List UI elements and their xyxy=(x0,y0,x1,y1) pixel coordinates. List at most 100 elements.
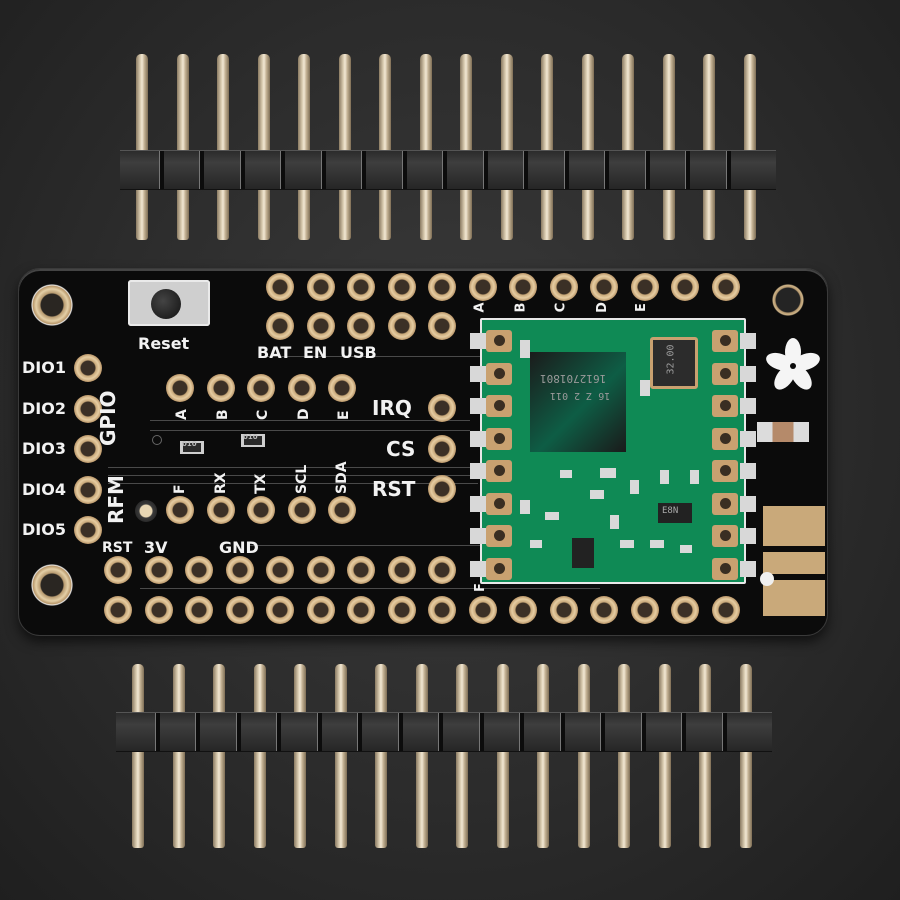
antenna-pad xyxy=(763,506,825,546)
castellation xyxy=(470,495,486,512)
resistor xyxy=(180,441,204,454)
header-pad xyxy=(266,556,294,584)
passive-component xyxy=(660,470,669,484)
passive-component xyxy=(680,545,692,553)
header-pad xyxy=(266,312,294,340)
3v-label: 3V xyxy=(144,538,168,557)
gpio-label: RX xyxy=(212,472,229,494)
module-pad xyxy=(712,395,738,417)
gpio-pad xyxy=(247,496,275,524)
rfm-label: CS xyxy=(386,436,416,461)
housing-divider xyxy=(195,713,200,751)
header-pad xyxy=(428,273,456,301)
header-pad xyxy=(144,596,173,624)
header-pin xyxy=(622,54,634,240)
antenna-pad xyxy=(763,580,825,616)
castellation xyxy=(470,365,486,382)
castellation xyxy=(740,333,756,349)
pcb-trace xyxy=(150,420,470,421)
chip-marking-2: 16 Z 2 011 xyxy=(550,390,611,401)
bat-label: BAT xyxy=(257,343,292,362)
passive-component xyxy=(650,540,664,548)
header-pin xyxy=(217,54,229,240)
header-pad xyxy=(185,596,213,624)
housing-divider xyxy=(316,713,322,751)
housing-divider xyxy=(320,151,326,189)
radio-chip xyxy=(530,352,626,452)
passive-component xyxy=(630,480,639,494)
header-pin xyxy=(537,664,549,848)
passive-component xyxy=(590,490,604,499)
header-pad xyxy=(509,273,537,301)
housing-divider xyxy=(482,151,488,189)
header-pad xyxy=(630,273,659,301)
gpio-pad xyxy=(247,374,275,402)
castellation xyxy=(470,560,486,577)
header-pin xyxy=(581,54,594,240)
top-edge-label: B xyxy=(512,302,528,313)
header-pad xyxy=(347,596,375,624)
pcb-trace xyxy=(265,356,480,357)
housing-divider xyxy=(721,713,727,751)
header-pad xyxy=(185,556,213,584)
header-housing xyxy=(120,150,776,190)
reset-button-cap[interactable] xyxy=(151,289,181,319)
ic-small xyxy=(572,538,594,568)
header-pin xyxy=(257,54,270,240)
passive-component xyxy=(640,380,650,396)
header-pad xyxy=(590,596,618,624)
header-pin xyxy=(334,664,347,848)
header-pin xyxy=(456,664,468,848)
rfm-pad xyxy=(428,475,456,503)
header-pin xyxy=(662,54,675,240)
via xyxy=(152,435,162,445)
antenna-pad xyxy=(763,552,825,574)
housing-divider xyxy=(361,151,366,189)
rfm-pad xyxy=(428,394,456,422)
header-pad xyxy=(509,596,537,624)
housing-divider xyxy=(357,713,362,751)
passive-component xyxy=(610,515,619,529)
gpio-label: SCL xyxy=(293,464,310,494)
gpio-pad xyxy=(166,496,194,524)
header-pad xyxy=(711,596,740,624)
header-pad xyxy=(590,273,618,301)
housing-divider xyxy=(199,151,204,189)
top-edge-label: D xyxy=(594,302,610,313)
module-pad xyxy=(486,460,512,482)
gpio-label: GPIO xyxy=(96,390,120,446)
header-pad xyxy=(266,273,294,301)
gpio-pad xyxy=(287,496,316,524)
header-pin xyxy=(419,54,432,240)
header-pin xyxy=(176,54,189,240)
dio-pad xyxy=(74,354,102,382)
module-pad xyxy=(486,492,512,515)
usb-label: USB xyxy=(340,343,377,362)
gpio-label: F xyxy=(172,484,188,494)
housing-divider xyxy=(235,713,241,751)
castellation xyxy=(740,398,756,414)
dio-label: DIO1 xyxy=(22,358,66,377)
module-pad xyxy=(712,427,738,450)
mounting-hole-top-right xyxy=(768,280,808,320)
pcb-trace xyxy=(250,545,480,546)
dio-label: DIO4 xyxy=(22,479,66,499)
bottom-pin-header xyxy=(116,660,772,850)
module-pad xyxy=(712,330,738,352)
header-pin xyxy=(743,54,756,240)
module-pad xyxy=(486,525,512,547)
dio-pad xyxy=(74,475,102,504)
resistor-marking: 010 xyxy=(182,440,197,448)
header-pin xyxy=(253,664,266,848)
test-pad xyxy=(135,500,157,522)
passive-component xyxy=(520,500,530,514)
header-housing xyxy=(116,712,772,752)
gpio-label: B xyxy=(214,409,231,420)
crystal-oscillator xyxy=(650,337,698,389)
pcb-trace xyxy=(108,467,478,468)
header-pad xyxy=(144,556,173,584)
rfm-pad xyxy=(428,434,456,463)
header-pad xyxy=(387,312,416,340)
header-pad xyxy=(225,596,254,624)
module-pad xyxy=(712,460,738,482)
